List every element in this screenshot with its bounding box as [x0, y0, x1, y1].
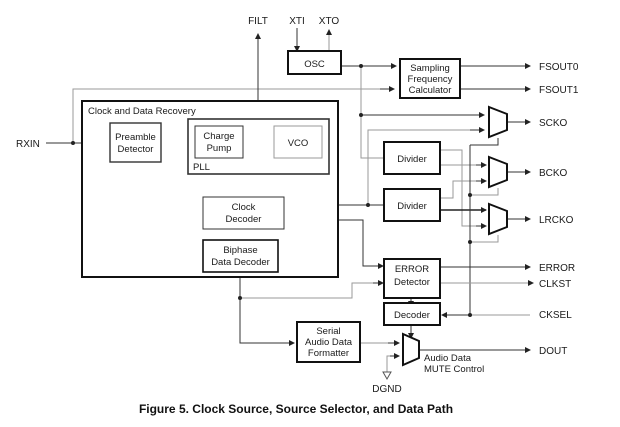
formatter-line1: Serial [316, 326, 340, 337]
pin-xti: XTI [289, 16, 305, 27]
mute-mux [402, 332, 420, 367]
bcko-mux [488, 155, 508, 189]
pin-bcko: BCKO [539, 168, 568, 179]
mute-label-line1: Audio Data [424, 353, 472, 364]
mute-label-line2: MUTE Control [424, 364, 484, 375]
pin-cksel: CKSEL [539, 310, 572, 321]
wire-div1-lrck [440, 149, 484, 227]
wire-rxin-fs-calc [72, 88, 390, 143]
vco-block [273, 125, 323, 159]
pin-fsout1: FSOUT1 [539, 85, 579, 96]
error-detector-line1: ERROR [395, 264, 429, 275]
lrcko-mux [488, 202, 508, 236]
error-detector-line2: Detector [394, 277, 430, 288]
ground-icon [382, 371, 392, 381]
decoder-block [383, 302, 441, 326]
biphase-decoder-block [202, 239, 279, 273]
pin-dgnd: DGND [372, 384, 401, 395]
wire-div2-bcko [440, 180, 484, 199]
error-detector-block [383, 258, 441, 299]
clock-decoder-line2: Decoder [226, 214, 262, 225]
pin-filt: FILT [248, 16, 268, 27]
preamble-line2: Detector [118, 144, 154, 155]
charge-pump-line2: Pump [207, 143, 232, 154]
divider-1-block [383, 141, 441, 175]
osc-label: OSC [304, 59, 325, 70]
wire-osc-divider [360, 66, 383, 159]
clock-decoder-block [202, 196, 285, 230]
cdr-title: Clock and Data Recovery [88, 106, 196, 117]
fscalc-line1: Sampling [410, 63, 450, 74]
fscalc-line2: Frequency [408, 74, 453, 85]
pin-dout: DOUT [539, 346, 567, 357]
pin-fsout0: FSOUT0 [539, 62, 579, 73]
biphase-line2: Data Decoder [211, 257, 270, 268]
preamble-line1: Preamble [115, 132, 156, 143]
divider-2-label: Divider [397, 201, 427, 212]
pin-xto: XTO [319, 16, 340, 27]
charge-pump-line1: Charge [203, 131, 234, 142]
wire-cksel-bcko [470, 188, 499, 196]
vco-label: VCO [288, 138, 309, 149]
divider-1-label: Divider [397, 154, 427, 165]
wires [46, 28, 534, 381]
scko-mux [488, 105, 508, 139]
fscalc-line3: Calculator [409, 85, 452, 96]
preamble-detector-block [109, 122, 162, 163]
wire-clockdec-scko [367, 129, 484, 205]
biphase-line1: Biphase [223, 245, 257, 256]
charge-pump-block [194, 125, 244, 159]
wire-biphase-error [240, 282, 383, 299]
pin-error: ERROR [539, 263, 575, 274]
formatter-line2: Audio Data [305, 337, 353, 348]
pin-lrcko: LRCKO [539, 215, 574, 226]
decoder-label: Decoder [394, 310, 430, 321]
wire-biphase-formatter [239, 272, 295, 346]
formatter-line3: Formatter [308, 348, 349, 359]
serial-audio-data-formatter-block [296, 321, 361, 363]
wire-dgnd [386, 355, 399, 372]
pin-rxin: RXIN [16, 139, 40, 150]
pin-scko: SCKO [539, 118, 568, 129]
osc-block [287, 50, 342, 75]
pin-clkst: CLKST [539, 279, 571, 290]
pll-label: PLL [193, 162, 210, 173]
clock-decoder-line1: Clock [232, 202, 256, 213]
wire-cksel-scko [470, 138, 499, 146]
figure-caption: Figure 5. Clock Source, Source Selector,… [139, 402, 453, 416]
divider-2-block [383, 188, 441, 222]
wire-cksel-lrcko [470, 235, 499, 243]
sampling-frequency-calculator-block [399, 58, 461, 99]
